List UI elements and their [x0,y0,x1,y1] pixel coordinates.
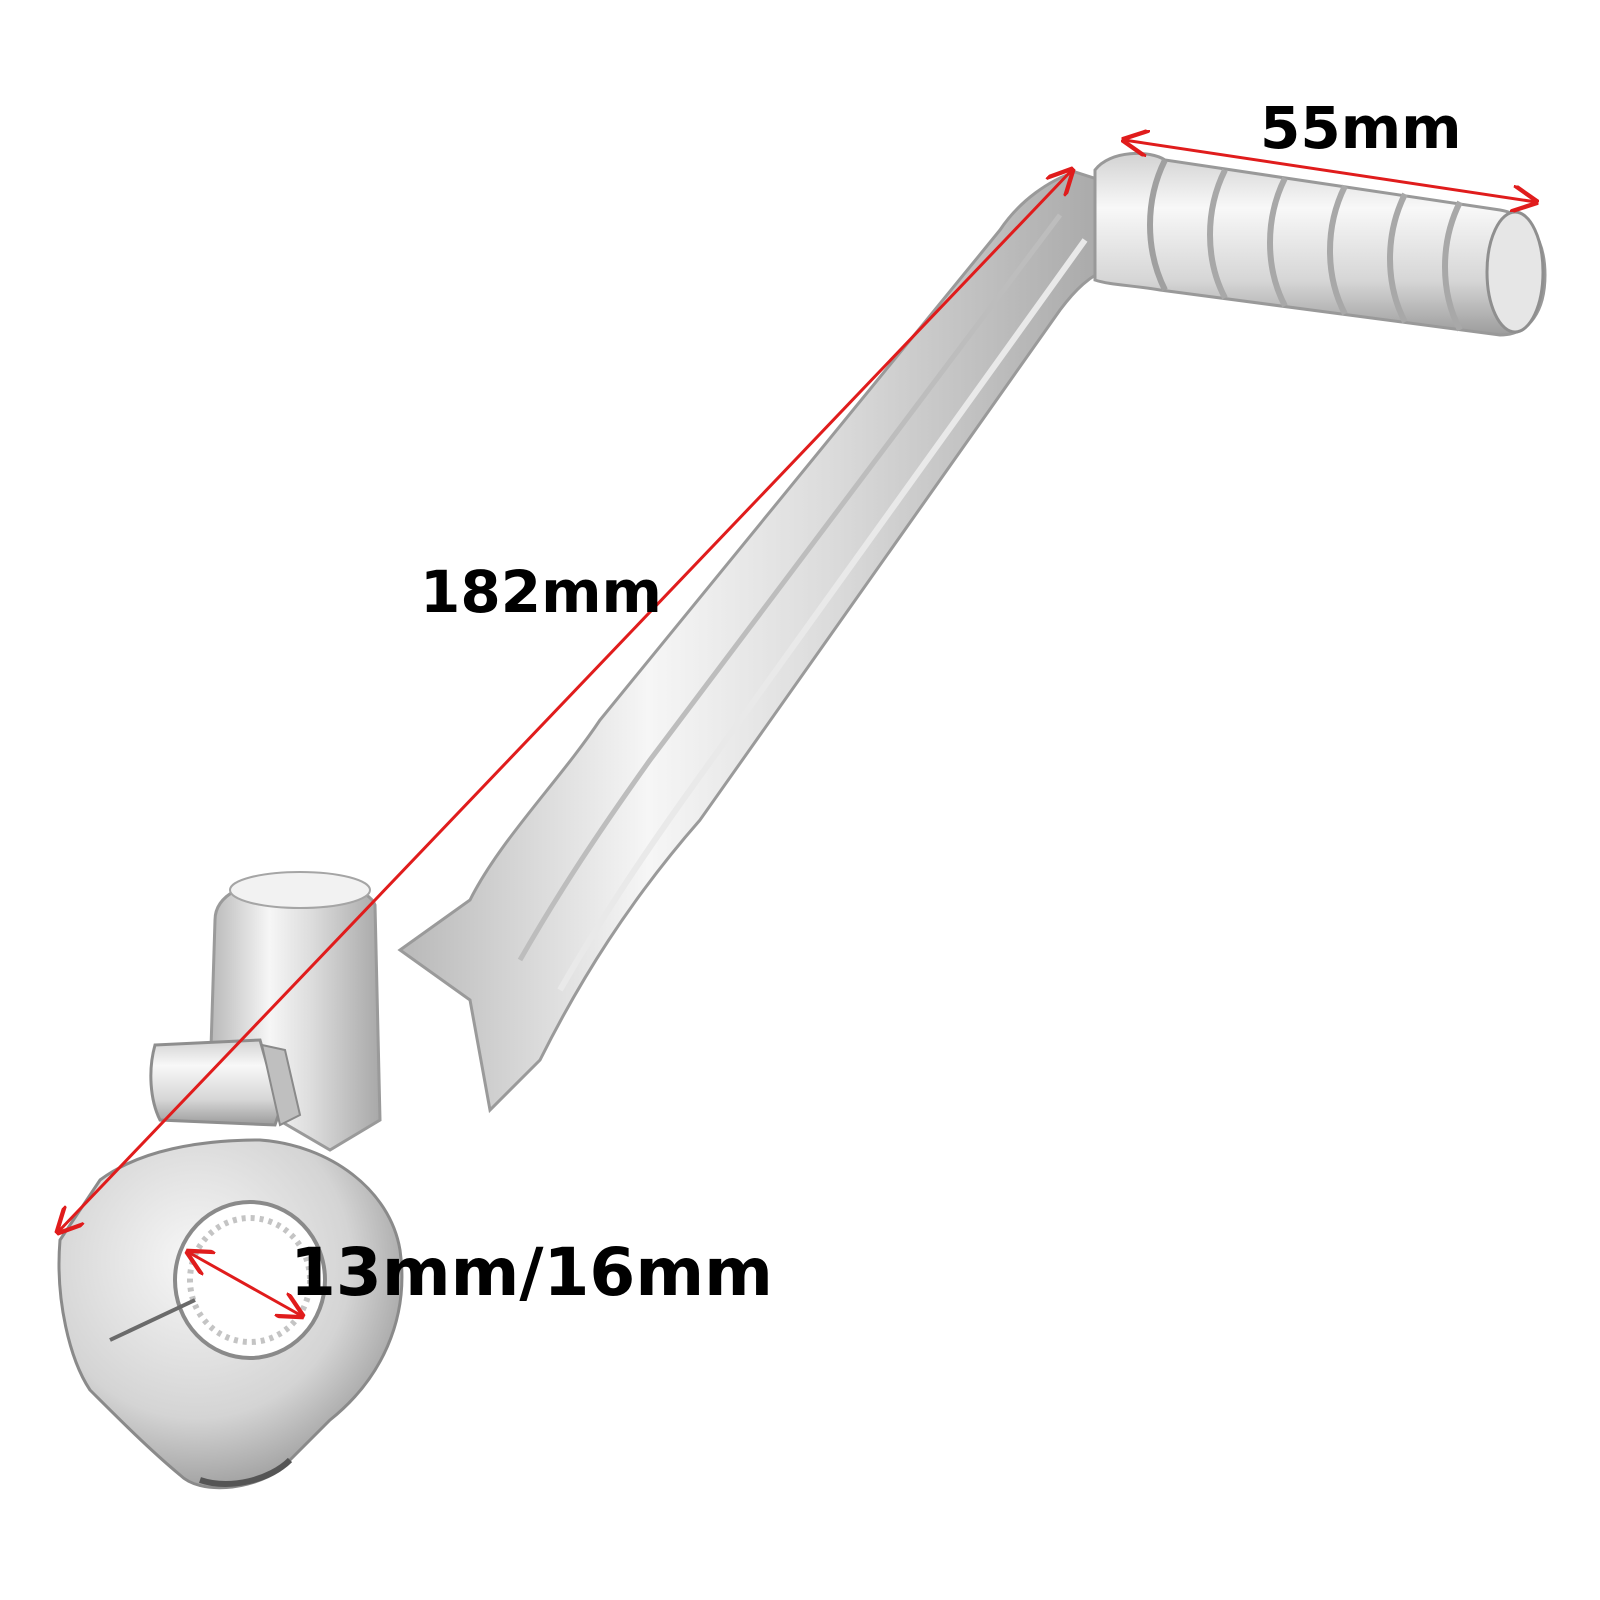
lever-grip [1093,151,1547,337]
grip-length-arrow [1124,140,1536,202]
arm-length-label: 182mm [420,558,662,626]
dimension-lines [58,140,1536,1316]
grip-length-label: 55mm [1260,94,1462,162]
arm-length-arrow [58,170,1072,1232]
lever-arm [397,170,1112,1114]
clamp-bolt [149,1038,282,1127]
kick-lever-icon [57,151,1547,1490]
bore-diameter-arrow [188,1252,302,1316]
bore-diameter-label: 13mm/16mm [290,1234,773,1311]
